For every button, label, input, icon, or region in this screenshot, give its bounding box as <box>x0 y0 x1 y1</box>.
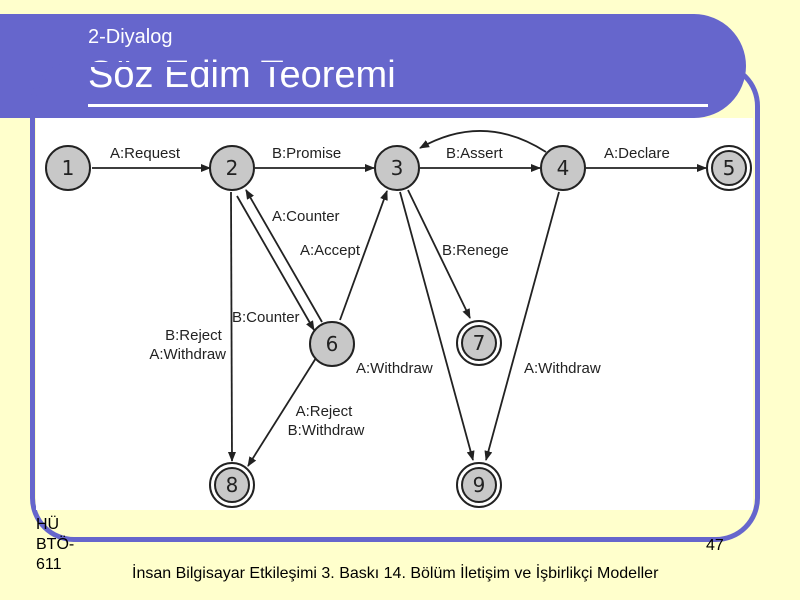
state-node-7 <box>461 325 497 361</box>
node-label-4: 4 <box>557 156 570 180</box>
node-label-7: 7 <box>473 331 486 355</box>
edge-label-withdraw-4-9: A:Withdraw <box>524 360 601 377</box>
course-line-3: 611 <box>36 556 62 573</box>
edge-label-reject-withdraw-2-8: B:Reject A:Withdraw <box>149 327 226 363</box>
edge-label-request: A:Request <box>110 145 181 162</box>
node-label-6: 6 <box>326 332 339 356</box>
state-node-4 <box>540 145 586 191</box>
node-label-5: 5 <box>723 156 736 180</box>
edge-label-assert: B:Assert <box>446 145 504 162</box>
edge-3-9 <box>399 191 475 461</box>
slide-title: Söz Edim Teoremi <box>88 54 396 96</box>
edge-3-7 <box>407 189 471 319</box>
title-divider <box>88 104 708 107</box>
edge-label-withdraw-3-9: A:Withdraw <box>356 360 433 377</box>
state-node-3 <box>374 145 420 191</box>
state-node-2 <box>209 145 255 191</box>
content-frame <box>30 62 760 542</box>
edge-label-reject-withdraw-6-8: A:Reject B:Withdraw <box>288 403 365 439</box>
edge-6-3 <box>339 190 388 321</box>
state-diagram: 1 2 3 4 5 6 7 8 9 A:Request B:Promise B:… <box>45 130 752 508</box>
course-line-1: HÜ <box>36 516 60 533</box>
edge-6-8 <box>247 357 317 467</box>
edge-label-accept: A:Accept <box>300 242 361 259</box>
state-node-8 <box>214 467 250 503</box>
state-node-6 <box>309 321 355 367</box>
edge-label-renege: B:Renege <box>442 242 509 259</box>
slide-subtitle: 2-Diyalog <box>88 26 173 48</box>
state-node-1 <box>45 145 91 191</box>
edge-4-3 <box>419 130 547 153</box>
node-label-1: 1 <box>62 156 75 180</box>
edge-label-promise: B:Promise <box>272 145 341 162</box>
edge-4-9 <box>484 191 560 461</box>
diagram-panel: 1 2 3 4 5 6 7 8 9 A:Request B:Promise B:… <box>36 118 753 510</box>
course-code: HÜ BTÖ- 611 <box>36 515 74 575</box>
edge-2-6 <box>236 195 315 331</box>
page-number: 47 <box>706 537 724 554</box>
course-line-2: BTÖ- <box>36 536 75 553</box>
state-node-9 <box>461 467 497 503</box>
edge-6-2 <box>245 189 323 323</box>
edge-2-8 <box>227 191 236 462</box>
edge-label-b-counter: B:Counter <box>232 309 300 326</box>
node-label-2: 2 <box>226 156 239 180</box>
edge-label-declare: A:Declare <box>604 145 670 162</box>
edge-label-a-counter: A:Counter <box>272 208 340 225</box>
state-node-5 <box>711 150 747 186</box>
node-label-3: 3 <box>391 156 404 180</box>
footer-caption: İnsan Bilgisayar Etkileşimi 3. Baskı 14.… <box>132 565 659 582</box>
node-label-8: 8 <box>226 473 239 497</box>
node-label-9: 9 <box>473 473 486 497</box>
